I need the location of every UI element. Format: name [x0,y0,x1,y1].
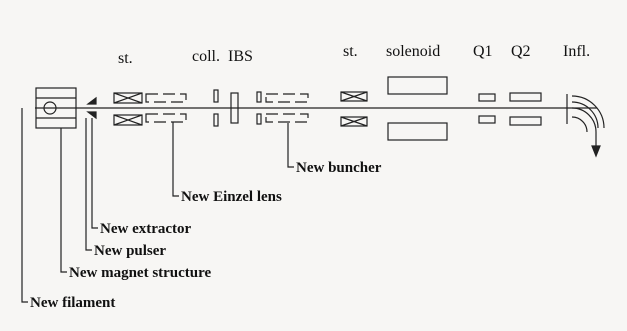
callout-filament: New filament [30,295,115,311]
buncher-leader [287,123,294,168]
pulser-leader [85,118,92,251]
filament-leader [21,108,28,303]
ibs-element [230,92,239,124]
solenoid [387,76,448,141]
label-q2: Q2 [511,43,531,60]
callout-buncher: New buncher [296,160,382,176]
callout-pulser: New pulser [94,243,166,259]
inflector [566,94,605,158]
collimator [213,89,219,127]
extractor-electrode [86,96,97,120]
ion-source [35,87,77,129]
label-steerer-1: st. [118,50,133,67]
callout-magnet-structure: New magnet structure [69,265,212,281]
label-solenoid: solenoid [386,43,440,60]
callout-einzel-lens: New Einzel lens [181,189,282,205]
einzel-leader [172,122,179,197]
buncher [256,91,309,125]
callout-extractor: New extractor [100,221,192,237]
einzel-lens [145,93,187,123]
quadrupole-q1 [478,93,496,124]
magnet-leader [60,128,67,273]
label-ibs: IBS [228,48,253,65]
label-q1: Q1 [473,43,493,60]
label-collimator: coll. [192,48,220,65]
label-steerer-2: st. [343,43,358,60]
label-inflector: Infl. [563,43,590,60]
steerer-1 [113,92,143,126]
extractor-leader [91,118,98,229]
steerer-2 [340,91,368,127]
quadrupole-q2 [509,92,542,126]
